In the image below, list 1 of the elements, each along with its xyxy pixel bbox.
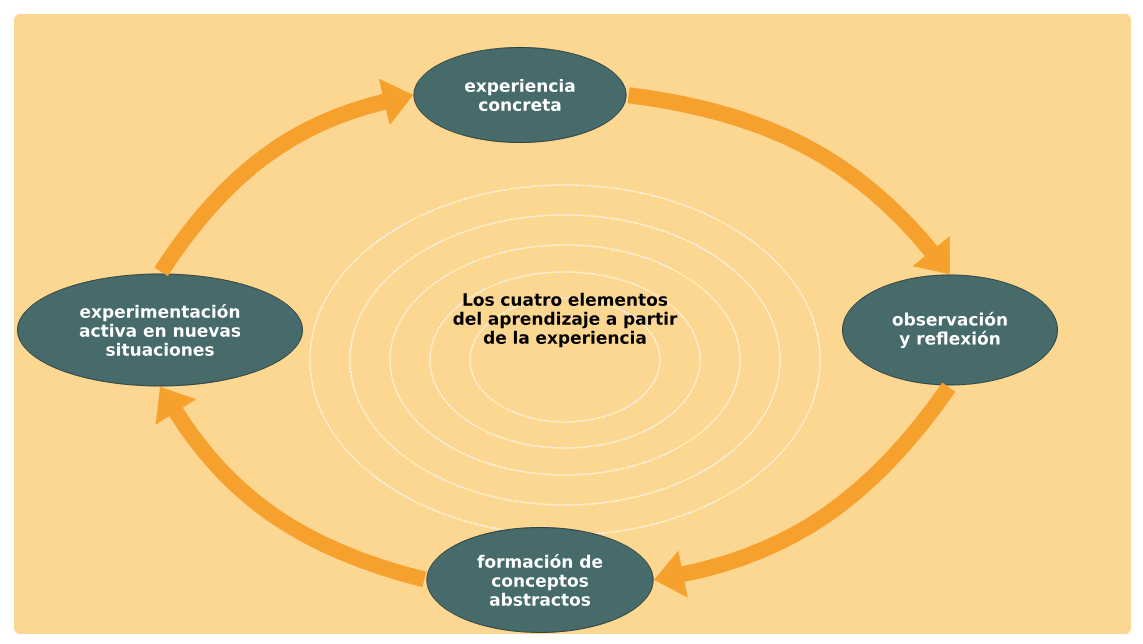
center-title: Los cuatro elementos del aprendizaje a partir de la experiencia <box>453 292 678 348</box>
